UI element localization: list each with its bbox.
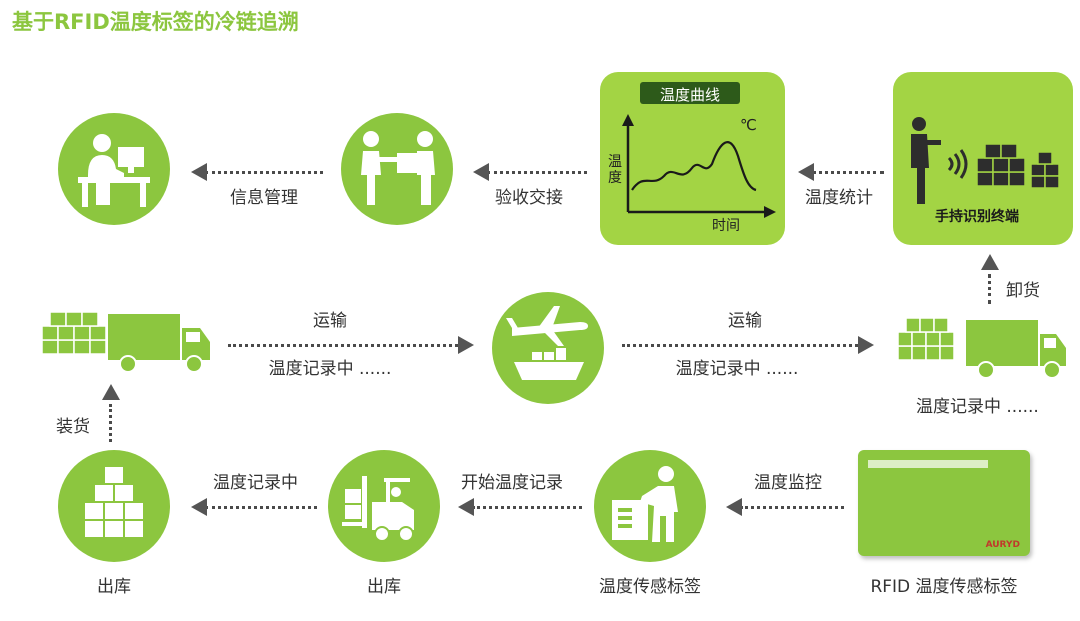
arrow-up-icon xyxy=(102,384,120,400)
arrow-left-icon xyxy=(798,163,814,181)
arrow-left-icon xyxy=(191,163,207,181)
connector-card-to-tag xyxy=(740,506,844,509)
connector-tag-to-forklift xyxy=(472,506,582,509)
handheld-reader-icon xyxy=(911,117,1060,204)
boxes-stack-icon xyxy=(83,465,145,539)
cargo-truck-right-icon xyxy=(897,317,1066,379)
chart-heading-box xyxy=(640,82,740,104)
chart-heading: 温度曲线 xyxy=(659,86,720,104)
rfid-tag-card: AURYD xyxy=(858,450,1030,556)
outbound-forklift-node xyxy=(328,450,440,562)
plane-ship-icon xyxy=(506,306,588,380)
connector-truck-to-handheld xyxy=(988,274,991,304)
arrow-left-icon xyxy=(191,498,207,516)
arrow-up-icon xyxy=(981,254,999,270)
forklift-icon xyxy=(342,476,414,542)
temperature-chart-panel: 温度曲线 ℃ 温度 时间 xyxy=(600,72,785,245)
info-management-node xyxy=(58,113,170,225)
recording-truck-label: 温度记录中 ...... xyxy=(916,397,1039,417)
connector-truck-to-transit xyxy=(228,344,458,347)
rfid-tag-label: RFID 温度传感标签 xyxy=(870,577,1018,597)
cargo-truck-left-icon xyxy=(41,311,210,373)
transport-right-label: 运输 xyxy=(728,311,762,331)
temperature-tag-label: 温度传感标签 xyxy=(599,577,701,597)
chart-x-axis-label: 时间 xyxy=(712,218,740,234)
arrow-left-icon xyxy=(726,498,742,516)
handheld-terminal-panel: 手持识别终端 xyxy=(893,72,1073,245)
load-label: 装货 xyxy=(56,417,90,437)
card-stripe xyxy=(868,460,988,468)
outbound-label-2: 出库 xyxy=(367,577,401,597)
info-management-label: 信息管理 xyxy=(230,188,298,208)
connector-handheld-to-chart xyxy=(812,171,884,174)
connector-forklift-to-warehouse xyxy=(205,506,317,509)
arrow-right-icon xyxy=(458,336,474,354)
chart-unit: ℃ xyxy=(740,116,757,134)
worker-attaching-tag-icon xyxy=(612,466,678,542)
handover-icon xyxy=(361,131,435,205)
connector-warehouse-to-truck xyxy=(109,404,112,442)
check-accept-node xyxy=(341,113,453,225)
temperature-monitor-label: 温度监控 xyxy=(754,473,822,493)
card-brand: AURYD xyxy=(985,540,1020,550)
arrow-right-icon xyxy=(858,336,874,354)
outbound-warehouse-node xyxy=(58,450,170,562)
temperature-stats-label: 温度统计 xyxy=(805,188,873,208)
recording-right-label: 温度记录中 ...... xyxy=(675,359,799,379)
temperature-curve-graphic xyxy=(622,114,776,218)
arrow-left-icon xyxy=(473,163,489,181)
recording-left-label: 温度记录中 ...... xyxy=(268,359,392,379)
temperature-tag-node xyxy=(594,450,706,562)
connector-checkaccept-to-info xyxy=(205,171,323,174)
unload-label: 卸货 xyxy=(1006,281,1040,301)
connector-chart-to-checkaccept xyxy=(487,171,587,174)
page-title: 基于RFID温度标签的冷链追溯 xyxy=(12,10,299,34)
arrow-left-icon xyxy=(458,498,474,516)
outbound-label-1: 出库 xyxy=(97,577,131,597)
connector-transit-to-truck xyxy=(622,344,858,347)
transport-left-label: 运输 xyxy=(313,311,347,331)
chart-y-axis-label: 温度 xyxy=(608,154,622,186)
office-worker-icon xyxy=(78,134,150,207)
check-accept-label: 验收交接 xyxy=(495,188,563,208)
transit-node xyxy=(492,292,604,404)
handheld-terminal-caption: 手持识别终端 xyxy=(935,209,1019,225)
recording-label: 温度记录中 xyxy=(213,473,298,493)
start-recording-label: 开始温度记录 xyxy=(461,473,563,493)
